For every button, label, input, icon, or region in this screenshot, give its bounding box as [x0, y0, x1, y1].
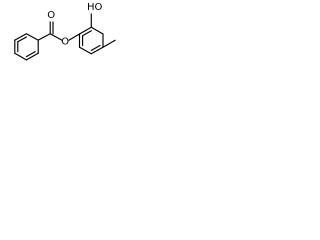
- bond-ring-left-4: [25, 52, 39, 61]
- bond-ester-oxygen-ring: [68, 33, 81, 41]
- hydroxyl-label: HO: [87, 2, 103, 13]
- bond-ring-right-2: [90, 26, 104, 35]
- ester-oxygen-label: O: [61, 37, 69, 48]
- bond-ring-left-5: [14, 52, 27, 61]
- bond-carbonyl-ester-oxygen: [49, 33, 63, 41]
- bond-ring-right-1: [78, 26, 92, 35]
- molecule-structure: O O HO: [14, 2, 116, 61]
- bond-ring-right-inner-2: [90, 44, 101, 51]
- bond-phenyl-carbonyl: [37, 33, 51, 41]
- bond-ring-right-inner-1: [82, 30, 92, 37]
- bond-ring-methyl: [102, 39, 116, 48]
- bond-ring-left-1: [14, 33, 27, 41]
- carbonyl-oxygen-label: O: [47, 10, 55, 21]
- benzene-ring-right: [78, 26, 104, 55]
- substituents: [90, 13, 116, 48]
- bond-ring-right-5: [78, 46, 92, 55]
- bond-ring-left-inner-1: [17, 36, 27, 43]
- bond-ring-left-inner-2: [25, 51, 36, 58]
- benzene-ring-left: [14, 33, 39, 61]
- ester-linkage: [37, 21, 81, 41]
- molecule-canvas: O O HO: [0, 0, 140, 88]
- bond-ring-right-4: [90, 46, 104, 55]
- bond-ring-left-2: [25, 33, 39, 41]
